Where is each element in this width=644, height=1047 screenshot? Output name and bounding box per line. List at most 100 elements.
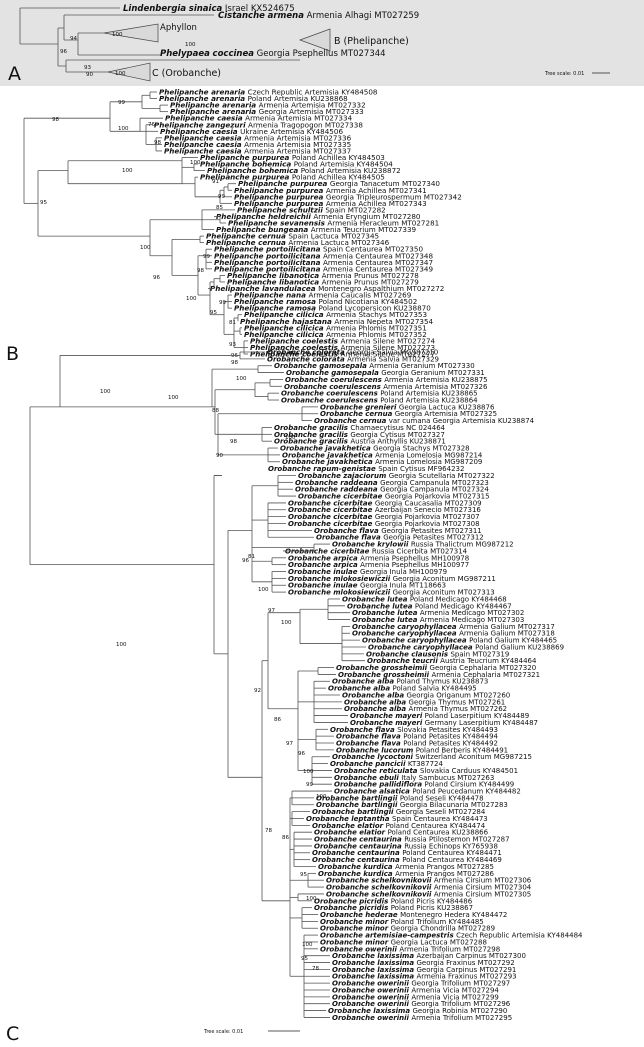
tip-label: Orobanche coerulescens Poland Artemisia … [281, 396, 478, 404]
tip-label: Cistanche armena Armenia Alhagi MT027259 [218, 11, 419, 21]
tip-genus: Phelipanche [165, 114, 217, 123]
tip-genus: Orobanche [326, 877, 371, 885]
tip-label: Orobanche owerinii Georgia Trifolium MT0… [332, 1000, 511, 1008]
tip-species: inulae [333, 582, 360, 590]
tip-genus: Phelipanche [234, 304, 286, 313]
tip-locality: Armenia Silene MT027277 [340, 350, 435, 359]
tip-locality: Azerbaijan Senecio MT027316 [375, 506, 482, 514]
tip-label: Phelipanche caesia Ukraine Artemisia KY4… [160, 127, 343, 136]
tip-locality: Poland Petasites KY484492 [403, 739, 498, 747]
tip-species: laxissima [377, 952, 416, 960]
tip-genus: Orobanche [326, 884, 371, 892]
tip-species: portoilicitana [265, 258, 323, 267]
support-value: 100 [116, 642, 127, 648]
tip-species: cicerbitae [343, 493, 385, 501]
tip-species: zangezuri [205, 120, 248, 129]
tip-label: Orobanche inulae Georgia Inula MT118663 [288, 582, 446, 590]
tip-species: portoilicitana [265, 245, 323, 254]
tip-locality: Czech Republic Artemisia KY484508 [248, 88, 378, 97]
tip-species: caesia [212, 127, 240, 136]
tip-locality: Armenia Centaurea MT027349 [323, 264, 434, 273]
tip-locality: Armenia Artemisia MT027336 [244, 133, 351, 142]
tip-label: Phelipanche caesia Armenia Artemisia MT0… [164, 140, 351, 149]
tip-locality: Georgia Fraxinus MT027292 [416, 959, 514, 967]
tip-species: cicerbitae [333, 499, 375, 507]
tip-species: gracilis [319, 438, 350, 446]
tip-label: Orobanche kurdica Armenia Prangos MT0272… [318, 870, 495, 878]
tip-genus: Orobanche [352, 623, 397, 631]
tip-species: bungeana [268, 225, 311, 234]
tip-label: Orobanche flava Georgia Petasites MT0273… [314, 527, 482, 535]
tip-genus: Orobanche [366, 650, 411, 658]
tip-label: Phelipanche bungeana Armenia Teucrium MT… [216, 225, 417, 234]
tip-species: cicerbitae [333, 506, 375, 514]
tip-species: caryophyllacea [397, 630, 459, 638]
tip-genus: Orobanche [367, 657, 412, 665]
tip-species: gamosepala [319, 362, 369, 370]
tip-locality: Georgia Geranium MT027331 [381, 369, 484, 377]
tip-locality: Spain MT027319 [450, 650, 509, 658]
tip-locality: Poland Galium KY484465 [469, 637, 557, 645]
tip-label: Orobanche bartlingii Georgia Bilacunaria… [316, 801, 508, 809]
support-value: 100 [112, 32, 123, 38]
tip-genus: Orobanche [332, 993, 377, 1001]
tip-species: javakhetica [324, 444, 373, 452]
tip-label: Phelipanche portoilicitana Armenia Centa… [214, 251, 433, 260]
tip-label: Orobanche mlokosiewiczii Georgia Aconitu… [288, 589, 495, 597]
tip-locality: Azerbaijan Carpinus MT027300 [416, 952, 525, 960]
tip-label: Phelipanche coelestis Armenia Silene MT0… [250, 343, 435, 352]
tip-locality: Spain Centaurea KY484473 [392, 815, 488, 823]
tip-species: coerulescens [329, 383, 383, 391]
tip-label: Orobanche schelkovnikovii Armenia Cirsiu… [326, 877, 532, 885]
tip-locality: Armenia Artemisia MT027334 [245, 114, 352, 123]
tip-locality: Austria Teucrium KY484464 [440, 657, 537, 665]
tip-genus: Orobanche [336, 739, 381, 747]
tip-genus: Orobanche [332, 952, 377, 960]
tip-label: Orobanche cicerbitae Georgia Pojarkovia … [288, 520, 480, 528]
tip-locality: Armenia Trifolium MT027295 [411, 1014, 512, 1022]
tip-label: Orobanche mayeri Germany Laserpitium KY4… [350, 719, 538, 727]
tip-locality: Georgia Pojarkovia MT027308 [375, 520, 480, 528]
tip-genus: Orobanche [344, 698, 389, 706]
tip-locality: Armenia Teucrium MT027339 [311, 225, 417, 234]
tip-locality: Georgia Robinia MT027290 [412, 1007, 507, 1015]
tip-locality: Armenia Prunus MT027279 [322, 277, 420, 286]
tip-genus: Orobanche [332, 541, 377, 549]
support-value: 94 [70, 36, 77, 42]
tip-label: Phelipanche bohemica Poland Artemisia KU… [207, 166, 401, 175]
tip-label: Orobanche cicerbitae Georgia Caucasalia … [288, 499, 482, 507]
tip-locality: Poland Artemisia KU238868 [248, 94, 348, 103]
tip-species: coerulescens [326, 390, 380, 398]
tip-genus: Phelipanche [164, 140, 216, 149]
tip-label: Orobanche gamosepala Georgia Geranium MT… [286, 369, 485, 377]
tip-locality: Poland Laserpitium KY484489 [425, 712, 530, 720]
tip-locality: Germany Laserpitium KY484487 [425, 719, 538, 727]
tip-genus: Orobanche [320, 911, 365, 919]
tip-species: cernua [258, 238, 288, 247]
tip-genus: Phelipanche [250, 343, 302, 352]
support-value: 100 [236, 376, 247, 382]
tip-locality: Georgia Pojarkovia MT027307 [375, 513, 480, 521]
tip-species: laxissima [377, 966, 416, 974]
tip-genus: Orobanche [282, 451, 327, 459]
tip-label: Orobanche elatior Poland Centaurea KU238… [314, 829, 489, 837]
tip-label: Phelipanche schultzii Spain MT027282 [237, 205, 386, 214]
support-value: 98 [52, 117, 59, 123]
tip-label: Orobanche grenieri Georgia Lactuca KU238… [320, 403, 495, 411]
tip-label: Phelipanche portoilicitana Spain Centaur… [214, 245, 423, 254]
tip-label: Phelipanche arenaria Czech Republic Arte… [159, 88, 378, 97]
tip-species: cernua [365, 410, 394, 418]
tip-species: bartlingii [361, 801, 400, 809]
tip-locality: Armenia Psephellus MH100977 [360, 561, 469, 569]
tip-species: minor [365, 918, 390, 926]
support-value: 88 [212, 408, 219, 414]
tip-species: cicerbitae [333, 513, 375, 521]
tip-label: Orobanche lutea Poland Medicago KY484468 [342, 595, 507, 603]
support-value: 91 [212, 179, 219, 185]
tip-species: picridis [358, 897, 390, 905]
tip-locality: Armenia Phlomis MT027352 [326, 330, 427, 339]
tip-label: Orobanche gracilis Georgia Cytisus MT027… [274, 431, 445, 439]
tip-label: Orobanche gracilis Austria Anthyllis KU2… [274, 438, 446, 446]
tip-label: Orobanche schelkovnikovii Armenia Cirsiu… [326, 890, 531, 898]
